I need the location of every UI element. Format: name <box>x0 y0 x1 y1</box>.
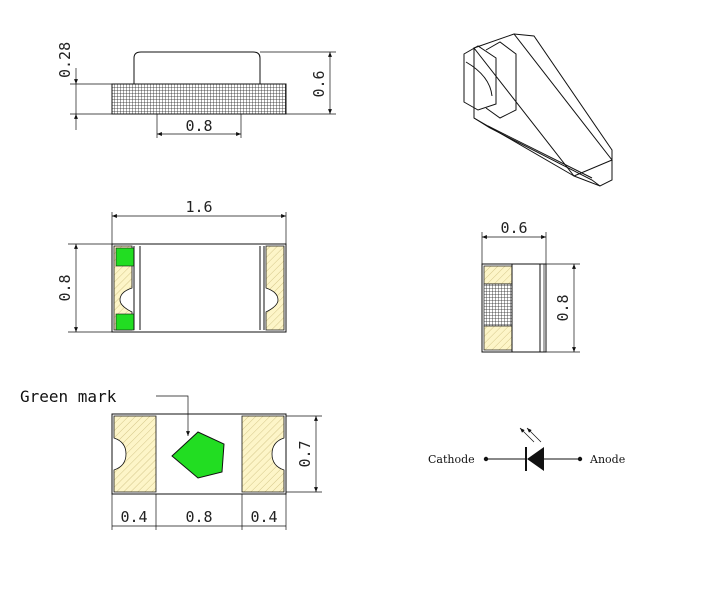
dim-bottom-pad-left: 0.4 <box>120 508 147 526</box>
end-view-substrate <box>483 283 513 327</box>
dim-top-height: 0.8 <box>56 274 74 301</box>
anode-label: Anode <box>589 453 625 466</box>
led-schematic: Cathode Anode <box>428 427 625 471</box>
dim-bottom-center: 0.8 <box>185 508 212 526</box>
dim-side-pad-width: 0.8 <box>185 117 212 135</box>
dim-end-width: 0.6 <box>500 219 527 237</box>
dim-bottom-height: 0.7 <box>296 440 314 467</box>
dim-side-body-height: 0.28 <box>56 42 74 78</box>
bottom-view-pad-right <box>241 415 285 493</box>
bottom-view: Green mark 0.7 0.4 0.8 0.4 <box>20 387 322 530</box>
diode-symbol <box>527 447 544 471</box>
dim-side-total-height: 0.6 <box>310 70 328 97</box>
dim-top-width: 1.6 <box>185 198 212 216</box>
dim-end-height: 0.8 <box>554 294 572 321</box>
dim-bottom-pad-right: 0.4 <box>250 508 277 526</box>
top-view-pad-left <box>113 245 133 331</box>
top-view-body <box>111 243 287 333</box>
isometric-view <box>463 33 613 187</box>
cathode-label: Cathode <box>428 453 475 466</box>
anode-terminal <box>577 456 583 462</box>
bottom-view-pad-left <box>113 415 157 493</box>
end-view: 0.6 0.8 <box>481 219 580 353</box>
top-view: 1.6 0.8 <box>56 198 287 333</box>
top-view-green-mark-lower <box>115 313 135 331</box>
side-view-dome <box>133 51 261 84</box>
top-view-green-mark-upper <box>115 247 135 267</box>
green-mark-label: Green mark <box>20 387 117 406</box>
side-view: 0.28 0.6 0.8 <box>56 42 336 138</box>
bottom-view-green-mark <box>171 431 225 479</box>
side-view-substrate <box>111 83 287 115</box>
top-view-pad-right <box>265 245 285 331</box>
